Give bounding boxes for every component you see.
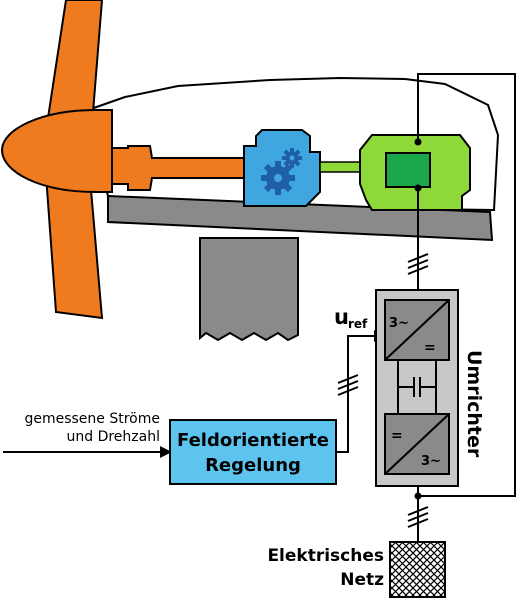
rotor-hub <box>0 109 113 193</box>
converter-label: Umrichter <box>463 350 485 458</box>
generator-core <box>385 152 431 188</box>
junction-dot <box>414 492 422 500</box>
nacelle-platform <box>107 194 494 242</box>
junction-dot <box>414 138 422 146</box>
grid-box <box>389 541 446 598</box>
rectifier-dc-label: = <box>424 340 436 356</box>
gear-small-icon <box>282 148 302 168</box>
controller-label-line1: Feldorientierte <box>177 430 329 451</box>
inverter-dc-label: = <box>391 428 403 444</box>
grid-label-line1: Elektrisches <box>267 546 384 566</box>
dc-link-capacitor <box>397 360 437 414</box>
controller-block <box>169 419 337 485</box>
input-label-line2: und Drehzahl <box>67 429 161 445</box>
uref-label: u <box>334 305 349 329</box>
junction-dot <box>414 184 422 192</box>
controller-label-line2: Regelung <box>205 455 301 476</box>
rectifier-ac-label: 3~ <box>389 316 409 331</box>
uref-subscript: ref <box>348 317 368 331</box>
gear-large-icon <box>261 161 295 195</box>
grid-label-line2: Netz <box>340 570 384 590</box>
input-label-line1: gemessene Ströme <box>24 411 160 427</box>
rotor-blade-bottom <box>44 173 104 320</box>
three-phase-marks <box>337 253 429 528</box>
tower <box>199 237 299 342</box>
input-arrow <box>160 446 172 458</box>
inverter-ac-label: 3~ <box>421 454 441 469</box>
rotor-blade-top <box>46 0 104 127</box>
